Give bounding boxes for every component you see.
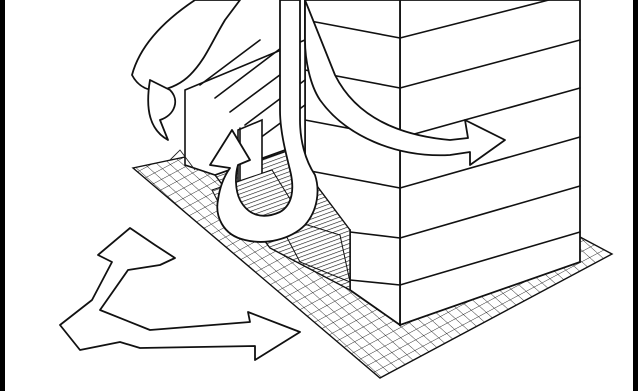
building-wind-flow-diagram: [0, 0, 638, 391]
illustration: [0, 0, 638, 391]
